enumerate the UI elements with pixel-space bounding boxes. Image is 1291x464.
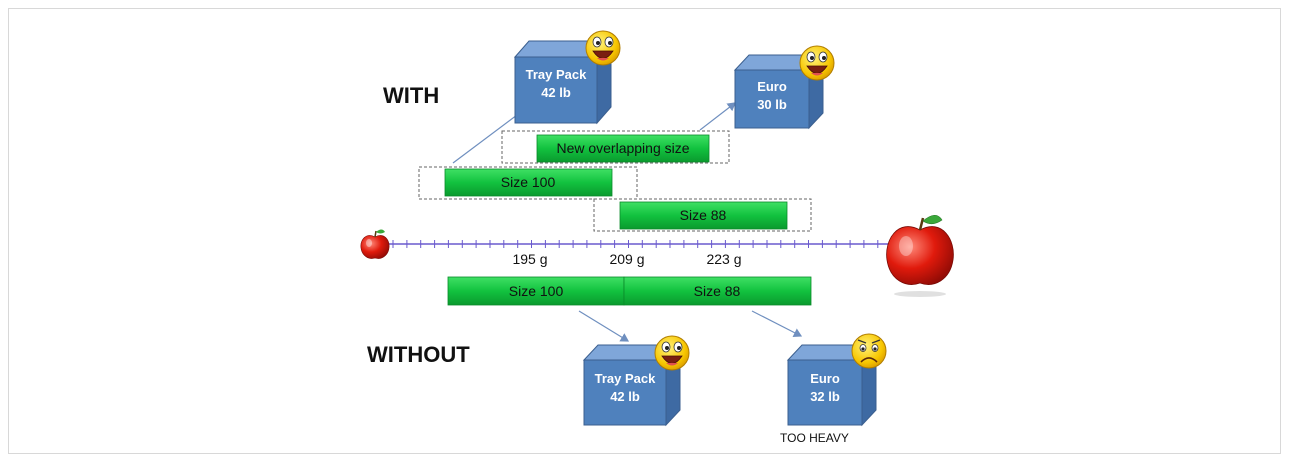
without-size100-bar: Size 100 (447, 276, 625, 306)
with-size100-label: Size 100 (501, 174, 556, 190)
happy-face-icon (654, 335, 690, 371)
with-heading: WITH (383, 83, 439, 108)
without-heading: WITHOUT (367, 342, 470, 367)
overlap-bar-label: New overlapping size (556, 140, 689, 156)
overlap-bar: New overlapping size (536, 134, 710, 163)
happy-face-icon (799, 45, 835, 81)
tick-label-195: 195 g (512, 251, 547, 267)
small-apple-icon (360, 229, 390, 259)
without-euro-box: Euro 32 lb (786, 343, 878, 427)
tick-label-209: 209 g (609, 251, 644, 267)
arrow-to-euro-without (751, 310, 803, 338)
with-tray-line2: 42 lb (541, 85, 571, 100)
without-size88-bar: Size 88 (623, 276, 812, 306)
scale-ticks (392, 240, 893, 248)
happy-face-icon (585, 30, 621, 66)
with-size100-bar: Size 100 (444, 168, 613, 197)
with-size88-label: Size 88 (680, 207, 727, 223)
without-tray-line1: Tray Pack (595, 371, 656, 386)
arrow-to-euro (699, 102, 736, 131)
without-size88-label: Size 88 (694, 283, 741, 299)
tick-label-223: 223 g (706, 251, 741, 267)
without-tray-line2: 42 lb (610, 389, 640, 404)
overlap-outline (501, 130, 730, 164)
with-euro-line1: Euro (757, 79, 787, 94)
size88-outline (593, 198, 812, 232)
sad-face-icon (851, 333, 887, 369)
with-size88-bar: Size 88 (619, 201, 788, 230)
without-euro-line2: 32 lb (810, 389, 840, 404)
weight-scale: 195 g 209 g 223 g (383, 240, 900, 267)
without-euro-line1: Euro (810, 371, 840, 386)
large-apple-icon (886, 214, 954, 297)
with-euro-line2: 30 lb (757, 97, 787, 112)
without-size100-label: Size 100 (509, 283, 564, 299)
with-tray-line1: Tray Pack (526, 67, 587, 82)
too-heavy-note: TOO HEAVY (780, 431, 849, 445)
arrow-to-tray-pack-without (578, 310, 630, 342)
